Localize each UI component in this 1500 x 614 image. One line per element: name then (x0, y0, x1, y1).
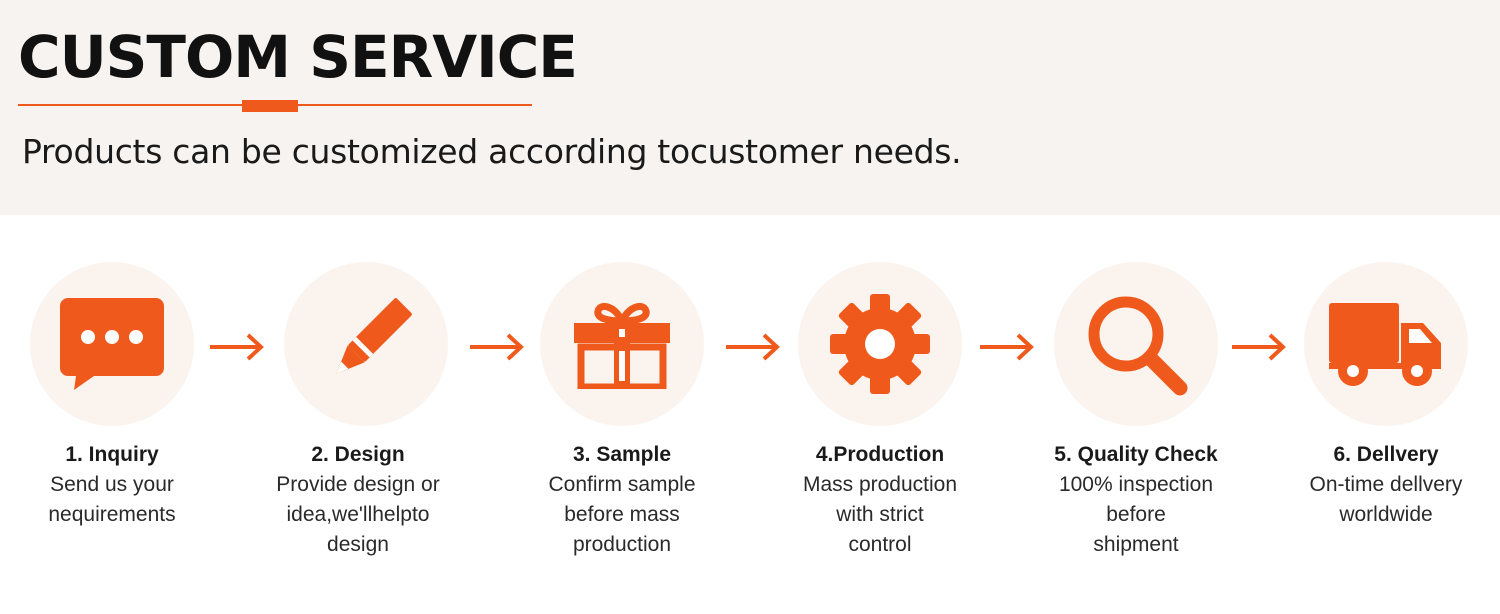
step-description: On-time dellvery worldwide (1309, 473, 1463, 526)
step-description: Confirm sample before mass production (548, 473, 696, 556)
arrow-right-icon (1232, 333, 1286, 361)
arrow-right-icon (980, 333, 1034, 361)
step-description: 100% inspection before shipment (1058, 473, 1214, 556)
step-icon-circle (540, 262, 704, 426)
step-icon-circle (284, 262, 448, 426)
step-description: Mass production with strict control (802, 473, 958, 556)
delivery-truck-icon (1329, 303, 1441, 386)
arrow-right-icon (726, 333, 780, 361)
step-title: 1. Inquiry (65, 443, 159, 466)
arrow-right-icon (470, 333, 524, 361)
step-title: 2. Design (311, 443, 405, 466)
pencil-icon (336, 298, 412, 374)
magnifier-icon (1088, 296, 1188, 396)
step-title: 3. Sample (572, 443, 672, 466)
chat-bubble-icon (60, 298, 164, 390)
step-title: 4.Production (815, 443, 945, 466)
step-description: Provide design or idea,we'llhelpto desig… (276, 473, 440, 556)
step-icon-circle (30, 262, 194, 426)
step-title: 5. Quality Check (1054, 443, 1218, 466)
page-subtitle: Products can be customized according toc… (22, 132, 962, 171)
arrow-right-icon (210, 333, 264, 361)
step-icon-circle (798, 262, 962, 426)
step-icon-circle (1054, 262, 1218, 426)
gift-box-icon (574, 302, 670, 389)
step-title: 6. Dellvery (1333, 443, 1439, 466)
header-banner: CUSTOM SERVICE Products can be customize… (0, 0, 1500, 215)
page-title: CUSTOM SERVICE (18, 23, 578, 91)
gear-icon (830, 294, 930, 394)
step-icon-circle (1304, 262, 1468, 426)
step-description: Send us your nequirements (48, 473, 176, 526)
title-underline-accent (242, 100, 298, 112)
